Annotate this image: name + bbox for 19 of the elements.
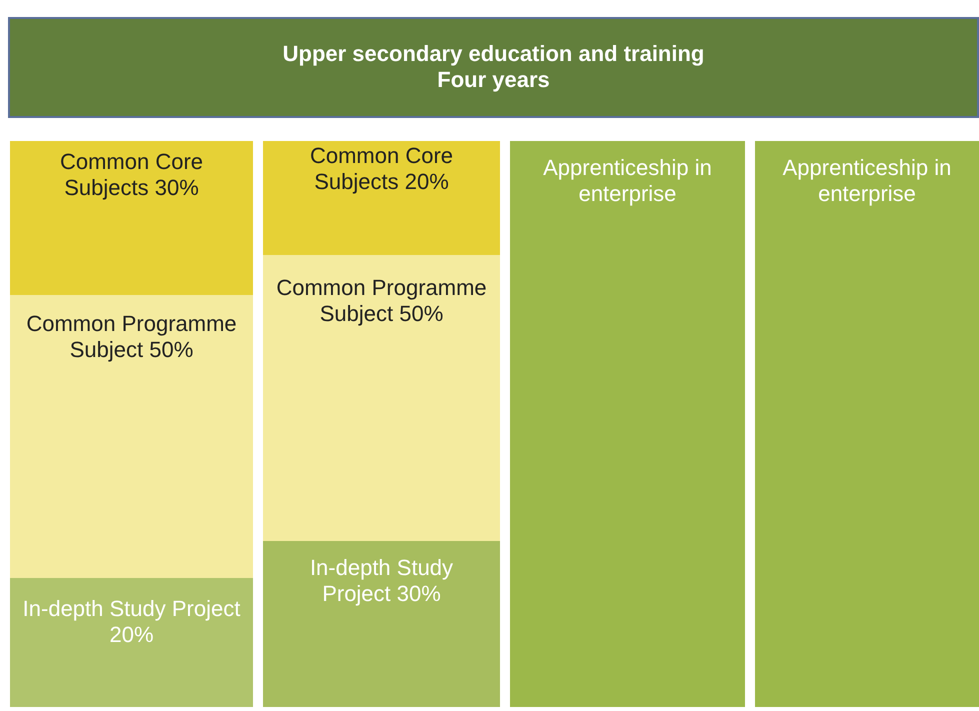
block-text: Apprenticeship in enterprise	[542, 155, 713, 207]
subject-block	[263, 255, 500, 541]
block-text: Common Programme Subject 50%	[275, 275, 488, 327]
block-text: Common Core Subjects 20%	[308, 143, 454, 195]
block-text: In-depth Study Project 30%	[308, 555, 454, 607]
block-text: In-depth Study Project 20%	[22, 596, 241, 648]
subject-block	[263, 141, 500, 255]
apprenticeship-block	[755, 141, 979, 707]
subject-block	[10, 578, 253, 707]
block-text: Apprenticeship in enterprise	[782, 155, 952, 207]
subject-block	[10, 295, 253, 578]
subject-block	[10, 141, 253, 295]
block-text: Common Programme Subject 50%	[25, 311, 238, 363]
block-text: Common Core Subjects 30%	[58, 149, 204, 201]
subject-block	[263, 541, 500, 707]
apprenticeship-block	[510, 141, 745, 707]
heading-text: Upper secondary education and training	[282, 41, 704, 67]
header-band	[8, 17, 979, 118]
subheading-text: Four years	[437, 67, 550, 93]
